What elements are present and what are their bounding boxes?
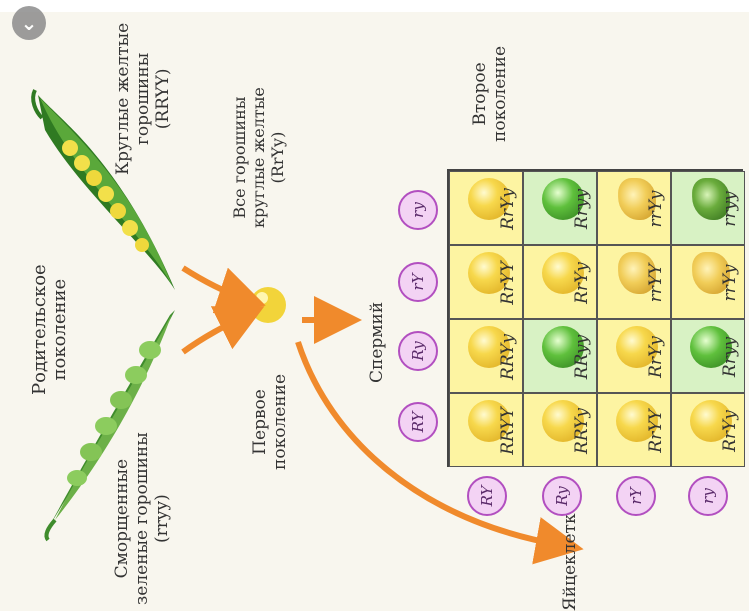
first-gen-label: Первое поколение (250, 374, 290, 470)
genotype-label: RrYy (498, 188, 518, 230)
punnett-cell: RRYY (449, 393, 523, 467)
egg-gamete-ry: ry (688, 476, 728, 516)
arrow-from-green-pod (183, 317, 243, 352)
punnett-cell: Rryy (523, 171, 597, 245)
genotype-label: rrYy (646, 190, 666, 227)
all-peas-label: Все горошины круглые желтые (RrYy) (230, 87, 287, 228)
punnett-cell: RRyy (523, 319, 597, 393)
punnett-cell: rrYy (671, 245, 745, 319)
punnett-cell: rryy (671, 171, 745, 245)
punnett-cell: RrYy (597, 319, 671, 393)
egg-label: Яйцеклетка (560, 503, 580, 611)
f1-pea-highlight (256, 292, 268, 304)
genotype-label: Rryy (572, 189, 592, 229)
punnett-cell: RRYy (449, 319, 523, 393)
second-gen-label: Второе поколение (470, 46, 510, 142)
genotype-label: rrYY (646, 264, 666, 303)
punnett-cell: RrYy (523, 245, 597, 319)
genotype-label: rrYy (720, 264, 740, 301)
punnett-cell: rrYy (597, 171, 671, 245)
genotype-label: RrYY (646, 409, 666, 452)
genotype-label: RRyy (572, 335, 592, 380)
genotype-label: rryy (720, 191, 740, 226)
sperm-gamete-ry: ry (398, 190, 438, 230)
genotype-label: RrYY (498, 261, 518, 304)
genotype-label: RrYy (720, 410, 740, 452)
egg-gamete-RY: RY (467, 476, 507, 516)
sperm-gamete-RY: RY (398, 402, 438, 442)
genotype-label: RRYY (498, 407, 518, 455)
f1-pea (250, 287, 286, 323)
sperm-gamete-rY: rY (398, 262, 438, 302)
genotype-label: RRYy (572, 408, 592, 454)
green-wrinkled-label: Сморщенные зеленые горошины (rryy) (112, 432, 172, 605)
punnett-cell: RrYY (449, 245, 523, 319)
arrow-from-yellow-pod (183, 268, 243, 298)
sperm-label: Спермий (367, 302, 387, 383)
genotype-label: RRYy (498, 334, 518, 380)
punnett-cell: Rryy (671, 319, 745, 393)
punnett-cell: RrYY (597, 393, 671, 467)
punnett-cell: rrYY (597, 245, 671, 319)
punnett-cell: RrYy (671, 393, 745, 467)
genotype-label: Rryy (720, 337, 740, 377)
egg-gamete-rY: rY (616, 476, 656, 516)
parental-gen-label: Родительское поколение (30, 264, 70, 395)
genotype-label: RrYy (646, 336, 666, 378)
punnett-cell: RrYy (449, 171, 523, 245)
genotype-label: RrYy (572, 262, 592, 304)
punnett-cell: RRYy (523, 393, 597, 467)
egg-gamete-Ry: Ry (542, 476, 582, 516)
sperm-gamete-Ry: Ry (398, 331, 438, 371)
yellow-round-label: Круглые желтые горошины (RRYY) (113, 23, 173, 175)
